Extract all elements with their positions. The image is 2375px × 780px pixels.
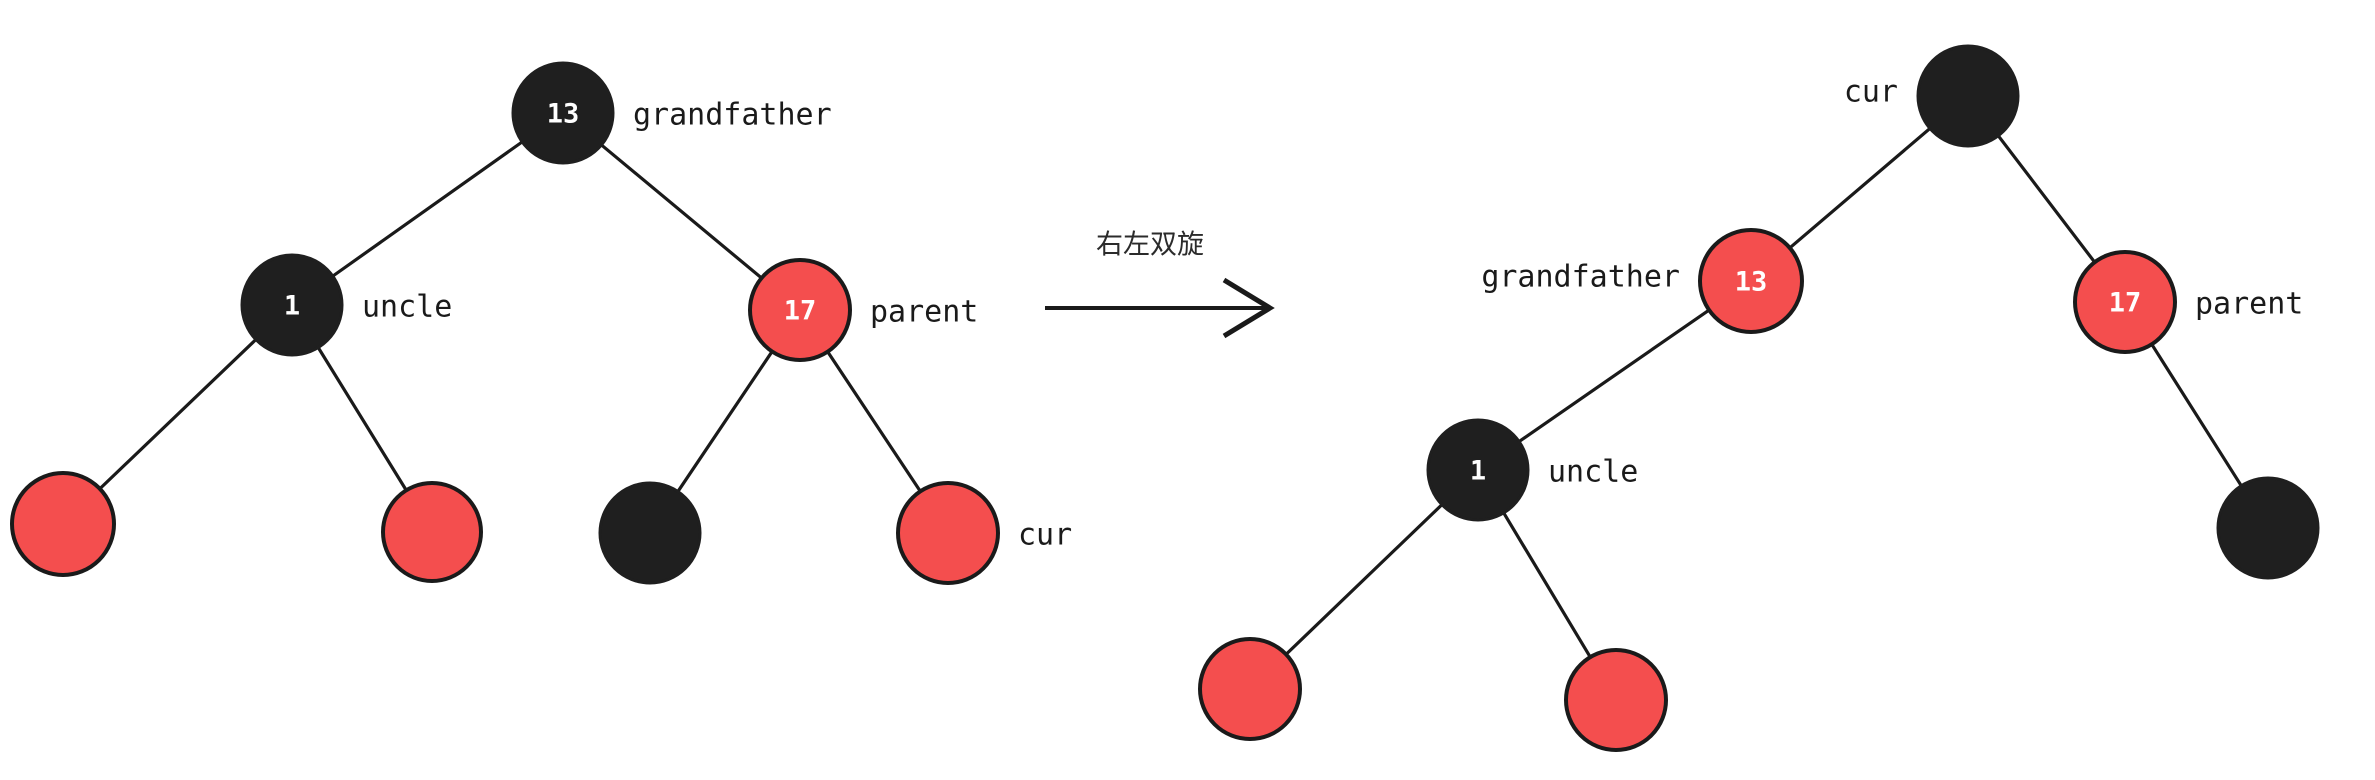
- node-value-label: 17: [784, 296, 817, 327]
- tree-nodes-layer: 13 1 17 13 17 1: [10, 44, 2320, 752]
- node-value-label: 1: [284, 291, 300, 322]
- tree-node[interactable]: 1: [1426, 418, 1530, 522]
- node-value-label: 17: [2109, 288, 2142, 319]
- tree-edges-layer: [96, 125, 2244, 661]
- tree-edge: [1501, 509, 1593, 661]
- node-value-label: 1: [1470, 456, 1486, 487]
- tree-node[interactable]: 17: [2073, 250, 2177, 354]
- tree-node[interactable]: [1916, 44, 2020, 148]
- node-circle-black[interactable]: [1916, 44, 2020, 148]
- tree-edge: [824, 348, 924, 495]
- tree-edge: [1786, 125, 1934, 251]
- node-circle-red[interactable]: [748, 258, 852, 362]
- node-annotation-parent: parent: [870, 295, 978, 330]
- tree-edge: [675, 348, 775, 495]
- node-circle-red[interactable]: [896, 481, 1000, 585]
- transition-caption: 右左双旋: [1096, 230, 1204, 261]
- tree-node[interactable]: 13: [511, 61, 615, 165]
- tree-labels-layer: grandfather uncle parent cur cur grandfather p…: [362, 75, 2303, 553]
- tree-edge: [329, 139, 526, 279]
- tree-edge: [2149, 340, 2244, 490]
- tree-node[interactable]: [2216, 476, 2320, 580]
- node-circle-red[interactable]: [381, 481, 483, 583]
- tree-node[interactable]: 17: [748, 258, 852, 362]
- node-circle-black[interactable]: [240, 253, 344, 357]
- tree-node[interactable]: [1198, 637, 1302, 741]
- node-circle-red[interactable]: [1198, 637, 1302, 741]
- tree-edge: [598, 142, 765, 281]
- tree-node[interactable]: [10, 471, 116, 577]
- tree-node[interactable]: [598, 481, 702, 585]
- arrow-head-icon: [1222, 277, 1275, 339]
- tree-node[interactable]: 1: [240, 253, 344, 357]
- node-annotation-cur: cur: [1018, 518, 1072, 553]
- tree-edge: [96, 336, 259, 492]
- node-value-label: 13: [547, 99, 580, 130]
- tree-node[interactable]: [381, 481, 483, 583]
- node-circle-red[interactable]: [2073, 250, 2177, 354]
- node-annotation-parent: parent: [2195, 287, 2303, 322]
- node-circle-red[interactable]: [1698, 228, 1804, 334]
- node-circle-black[interactable]: [1426, 418, 1530, 522]
- node-circle-red[interactable]: [10, 471, 116, 577]
- tree-edge: [1283, 501, 1445, 658]
- node-annotation-uncle: uncle: [362, 290, 452, 325]
- transition-arrow-layer: 右左双旋: [1045, 230, 1275, 339]
- node-annotation-cur: cur: [1844, 75, 1898, 110]
- node-circle-black[interactable]: [598, 481, 702, 585]
- node-annotation-grandfather: grandfather: [633, 98, 832, 133]
- tree-node[interactable]: [896, 481, 1000, 585]
- node-annotation-grandfather: grandfather: [1481, 260, 1680, 295]
- tree-node[interactable]: [1564, 648, 1668, 752]
- tree-edge: [1995, 132, 2098, 266]
- node-circle-black[interactable]: [511, 61, 615, 165]
- node-circle-black[interactable]: [2216, 476, 2320, 580]
- node-value-label: 13: [1735, 267, 1768, 298]
- node-annotation-uncle: uncle: [1548, 455, 1638, 490]
- tree-edge: [1515, 307, 1713, 445]
- tree-node[interactable]: 13: [1698, 228, 1804, 334]
- tree-edge: [315, 344, 409, 494]
- node-circle-red[interactable]: [1564, 648, 1668, 752]
